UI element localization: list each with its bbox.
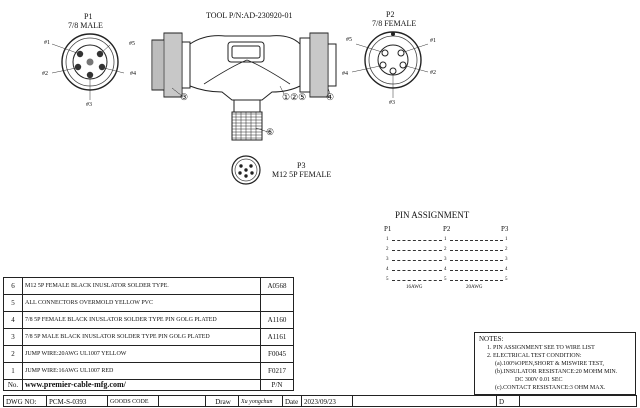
table-row: 3 7/8 5P MALE BLACK INUSLATOR SOLDER TYP… — [3, 328, 294, 346]
note-line: 2. ELECTRICAL TEST CONDITION: — [487, 353, 582, 359]
bom-no: 6 — [3, 277, 23, 295]
callout-3: ③ — [180, 92, 189, 102]
pin-assignment-header-p1: P1 — [384, 225, 392, 233]
bom-no: 2 — [3, 345, 23, 363]
title-block-blank-right — [519, 395, 637, 407]
goods-code-label: GOODS CODE — [107, 395, 159, 407]
bom-part-number: A1160 — [260, 311, 294, 329]
note-line: (a).100%OPEN,SHORT & MISWIRE TEST, — [495, 361, 604, 367]
revision-d: D — [496, 395, 520, 407]
p2-type: 7/8 FEMALE — [372, 19, 417, 28]
tee-assembly-side-view — [151, 32, 337, 141]
pin-p1: 2 — [386, 247, 389, 252]
pin-p1: 1 — [386, 237, 389, 242]
drawer-signature: Xu yongchun — [238, 395, 283, 407]
pin-p3: 3 — [505, 257, 508, 262]
pin-p3: 1 — [505, 237, 508, 242]
table-row: 1 JUMP WIRE:16AWG UL1007 RED F0217 — [3, 362, 294, 380]
pin-p2: 2 — [444, 247, 447, 252]
bom-description: ALL CONNECTORS OVERMOLD YELLOW PVC — [22, 294, 261, 312]
wire-gauge-16awg: 16AWG — [406, 285, 423, 290]
pin-assignment-header-p3: P3 — [501, 225, 509, 233]
bom-description: 7/8 5P FEMALE BLACK INUSLATOR SOLDER TYP… — [22, 311, 261, 329]
p1-pin-label: #1 — [44, 40, 50, 46]
note-line: (b).INSULATOR RESISTANCE:20 MOHM MIN. — [495, 369, 618, 375]
wire-gauge-20awg: 20AWG — [466, 285, 483, 290]
bom-description: JUMP WIRE:16AWG UL1007 RED — [22, 362, 261, 380]
pin-p1: 3 — [386, 257, 389, 262]
bom-no: 1 — [3, 362, 23, 380]
p2-pin-label: #1 — [430, 38, 436, 44]
bom-header-pn: P/N — [260, 379, 294, 391]
bom-table: 6 M12 5P FEMALE BLACK INUSLATOR SOLDER T… — [3, 277, 294, 391]
notes-box: NOTES: 1. PIN ASSIGNMENT SEE TO WIRE LIS… — [474, 332, 636, 395]
pin-p3: 2 — [505, 247, 508, 252]
bom-description: JUMP WIRE:20AWG UL1007 YELLOW — [22, 345, 261, 363]
pin-p1: 5 — [386, 277, 389, 282]
bom-header-website: www.premier-cable-mfg.com/ — [22, 379, 261, 391]
p2-pin-label: #2 — [430, 70, 436, 76]
callout-1-2-5: ①②⑤ — [282, 92, 307, 102]
p3-label: P3 — [297, 161, 306, 170]
table-row: 2 JUMP WIRE:20AWG UL1007 YELLOW F0045 — [3, 345, 294, 363]
pin-assignment-header-p2: P2 — [443, 225, 451, 233]
bom-no: 5 — [3, 294, 23, 312]
p1-pin-label: #3 — [86, 102, 92, 108]
p1-type: 7/8 MALE — [68, 21, 103, 30]
bom-no: 3 — [3, 328, 23, 346]
pin-p2: 3 — [444, 257, 447, 262]
callout-6: ⑥ — [266, 127, 275, 137]
p1-pin-label: #5 — [129, 41, 135, 47]
callout-4: ④ — [326, 92, 335, 102]
p1-connector-face — [51, 33, 125, 100]
note-line: (c).CONTACT RESISTANCE:3 OHM MAX. — [495, 385, 606, 391]
tool-part-number: TOOL P/N:AD-230920-01 — [206, 11, 293, 20]
bom-part-number: F0217 — [260, 362, 294, 380]
pin-p3: 4 — [505, 267, 508, 272]
p2-label: P2 — [386, 10, 395, 19]
bom-header-no: No. — [3, 379, 23, 391]
table-row: 4 7/8 5P FEMALE BLACK INUSLATOR SOLDER T… — [3, 311, 294, 329]
pin-assignment-title: PIN ASSIGNMENT — [395, 210, 470, 220]
bom-description: M12 5P FEMALE BLACK INUSLATOR SOLDER TYP… — [22, 277, 261, 295]
notes-title: NOTES: — [479, 335, 504, 343]
pin-p2: 5 — [444, 277, 447, 282]
p1-label: P1 — [84, 12, 93, 21]
dwg-no-label: DWG NO: — [3, 395, 47, 407]
bom-part-number: A1161 — [260, 328, 294, 346]
pin-p3: 5 — [505, 277, 508, 282]
table-row: 5 ALL CONNECTORS OVERMOLD YELLOW PVC — [3, 294, 294, 312]
p3-type: M12 5P FEMALE — [272, 170, 332, 179]
p2-connector-face — [351, 31, 429, 98]
p2-pin-label: #3 — [389, 100, 395, 106]
title-block-blank — [352, 395, 497, 407]
table-row: 6 M12 5P FEMALE BLACK INUSLATOR SOLDER T… — [3, 277, 294, 295]
p2-pin-label: #5 — [346, 37, 352, 43]
p1-pin-label: #4 — [130, 71, 136, 77]
bom-no: 4 — [3, 311, 23, 329]
bom-part-number: F0045 — [260, 345, 294, 363]
note-line: 1. PIN ASSIGNMENT SEE TO WIRE LIST — [487, 345, 595, 351]
goods-code-value — [158, 395, 206, 407]
bom-description: 7/8 5P MALE BLACK INUSLATOR SOLDER TYPE … — [22, 328, 261, 346]
note-line: DC 300V 0.01 SEC — [515, 377, 563, 383]
pin-p2: 4 — [444, 267, 447, 272]
pin-p1: 4 — [386, 267, 389, 272]
bom-header-row: No. www.premier-cable-mfg.com/ P/N — [3, 379, 294, 391]
p2-pin-label: #4 — [342, 71, 348, 77]
bom-part-number — [260, 294, 294, 312]
date-label: Date — [282, 395, 302, 407]
dwg-no-value: PCM-S-0393 — [46, 395, 108, 407]
draw-label: Draw — [205, 395, 239, 407]
pin-p2: 1 — [444, 237, 447, 242]
date-value: 2023/09/23 — [301, 395, 353, 407]
p3-connector-face — [231, 155, 261, 185]
p1-pin-label: #2 — [42, 71, 48, 77]
bom-part-number: A0568 — [260, 277, 294, 295]
